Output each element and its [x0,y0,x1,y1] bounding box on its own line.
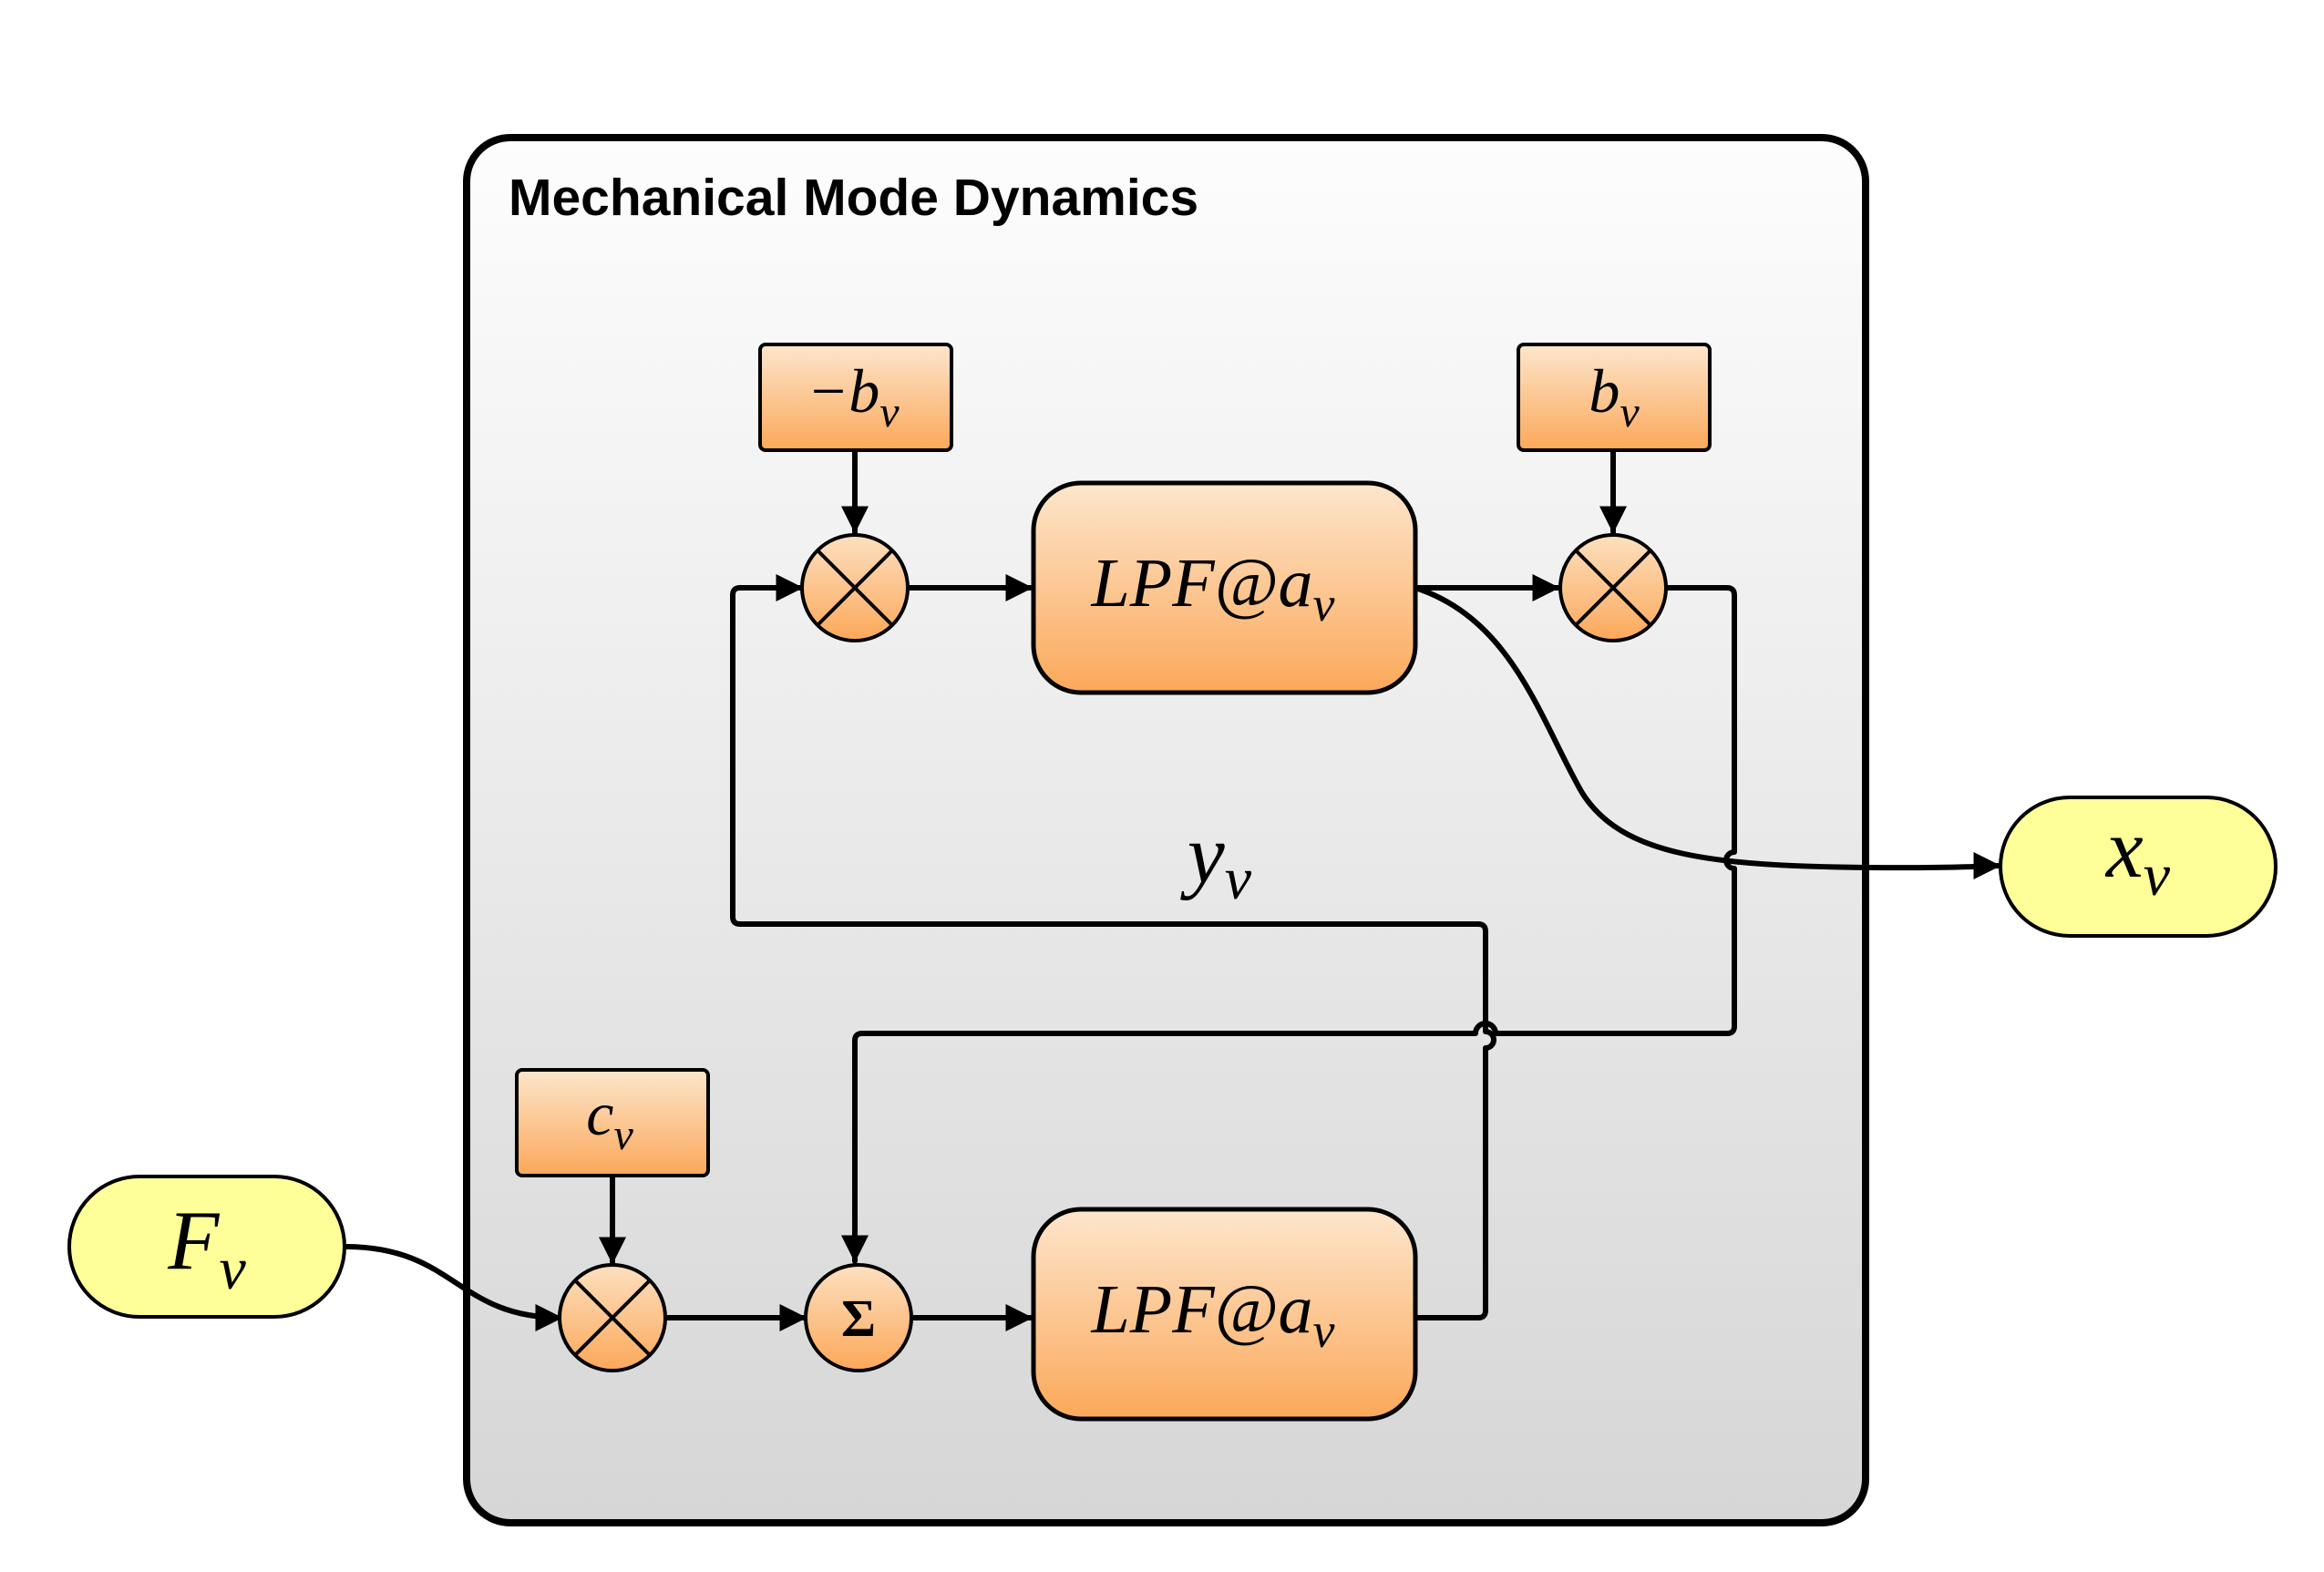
lpf-top-block: LPF@aν [1031,480,1418,695]
signal-y-subscript: ν [1225,846,1252,912]
coefficient-c-symbol: c [586,1079,613,1148]
input-force-symbol: F [167,1194,220,1287]
lpf-bottom-symbol: LPF@a [1091,1271,1313,1348]
coefficient-neg-b: −bν [758,343,953,452]
lpf-top-subscript: ν [1313,577,1335,632]
output-position-terminal: xν [1999,796,2278,938]
coefficient-b-label: bν [1589,356,1640,437]
summing-junction: Σ [804,1263,913,1372]
coefficient-neg-b-subscript: ν [879,388,900,437]
coefficient-c: cν [515,1068,710,1177]
output-position-symbol: x [2104,802,2144,895]
summer-symbol: Σ [841,1289,876,1348]
coefficient-b-symbol: b [1589,356,1620,426]
multiplier-c [558,1263,667,1372]
output-position-label: xν [2104,802,2171,909]
coefficient-c-subscript: ν [613,1111,633,1159]
panel-title: Mechanical Mode Dynamics [509,169,1198,227]
signal-y-symbol: y [1180,807,1225,900]
lpf-bottom-subscript: ν [1313,1303,1335,1358]
input-force-subscript: ν [219,1236,246,1302]
wire-y-feedback [730,574,1496,1320]
signal-y-text: yν [1180,807,1252,912]
lpf-bottom-label: LPF@aν [1091,1271,1335,1358]
wire-force-to-multiplier [342,1244,564,1331]
input-force-label: Fν [167,1194,246,1302]
coefficient-neg-b-symbol: −b [807,356,879,426]
multiplier-neg-b [800,533,910,642]
signal-y-label: yν [1180,807,1252,912]
coefficient-b-subscript: ν [1620,388,1640,437]
lpf-top-symbol: LPF@a [1091,545,1313,622]
coefficient-c-label: cν [586,1079,633,1159]
wire-b-multiplier-to-summer [841,585,1737,1264]
lpf-bottom-block: LPF@aν [1031,1207,1418,1422]
coefficient-b: bν [1517,343,1712,452]
coefficient-neg-b-label: −bν [807,356,900,437]
multiplier-b [1558,533,1668,642]
wire-lpf-top-to-output [1413,585,2002,880]
lpf-top-label: LPF@aν [1091,545,1335,632]
mechanical-mode-panel: Mechanical Mode Dynamics [463,134,1869,1526]
signal-wires [342,447,2002,1331]
output-position-subscript: ν [2144,842,2171,909]
input-force-terminal: Fν [67,1175,346,1319]
